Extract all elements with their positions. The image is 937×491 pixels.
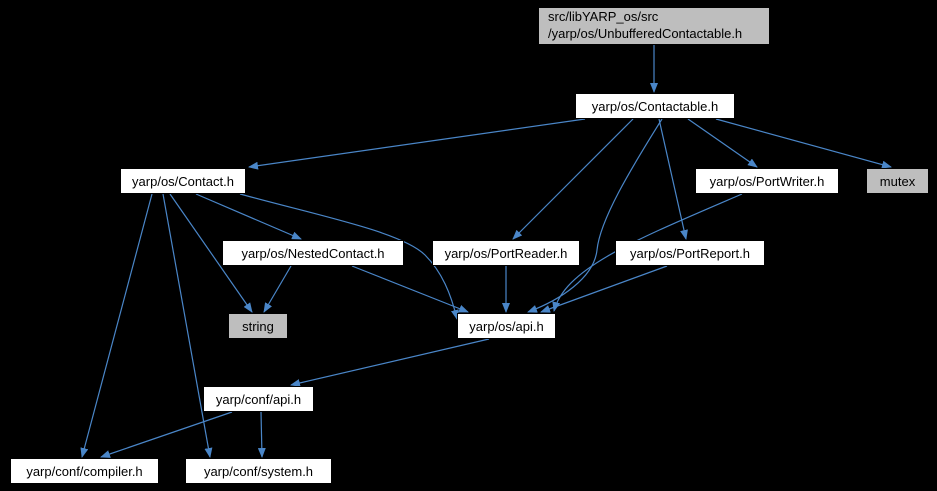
node-label: yarp/os/PortWriter.h: [709, 173, 825, 189]
edge-contact-system: [162, 193, 213, 458]
node-label-line1: src/libYARP_os/src: [548, 9, 659, 25]
edge-contactable-mutex: [715, 118, 892, 169]
node-os-api-h[interactable]: yarp/os/api.h: [457, 313, 556, 339]
node-nestedcontact-h[interactable]: yarp/os/NestedContact.h: [222, 240, 404, 266]
node-conf-api-h[interactable]: yarp/conf/api.h: [203, 386, 314, 412]
node-portwriter-h[interactable]: yarp/os/PortWriter.h: [695, 168, 839, 194]
edge-contactable-osapi: [527, 118, 663, 313]
edge-nestedcontact-string: [263, 265, 292, 313]
node-label: yarp/os/PortReport.h: [630, 245, 750, 261]
node-label: yarp/os/PortReader.h: [444, 245, 568, 261]
node-label: mutex: [879, 173, 916, 189]
node-label: yarp/os/Contact.h: [132, 173, 234, 189]
node-mutex: mutex: [866, 168, 929, 194]
node-label: yarp/conf/api.h: [215, 391, 302, 407]
node-contactable-h[interactable]: yarp/os/Contactable.h: [575, 93, 735, 119]
edge-contactable-portwriter: [687, 118, 758, 168]
edge-contactable-portreader: [512, 118, 634, 240]
node-string: string: [228, 313, 288, 339]
node-conf-system-h[interactable]: yarp/conf/system.h: [185, 458, 332, 484]
node-conf-compiler-h[interactable]: yarp/conf/compiler.h: [10, 458, 159, 484]
node-src-unbuffered-contactable-h: src/libYARP_os/src /yarp/os/UnbufferedCo…: [538, 7, 770, 45]
node-portreader-h[interactable]: yarp/os/PortReader.h: [432, 240, 580, 266]
node-label: yarp/os/Contactable.h: [591, 98, 719, 114]
node-label: yarp/conf/compiler.h: [26, 463, 143, 479]
node-label-line2: /yarp/os/UnbufferedContactable.h: [548, 26, 743, 41]
edge-confapi-compiler: [100, 411, 233, 458]
edge-contactable-contact: [248, 118, 586, 170]
edge-contactable-portreport: [658, 118, 688, 240]
edge-contact-compiler: [80, 193, 153, 458]
node-label: yarp/os/NestedContact.h: [241, 245, 385, 261]
node-label: yarp/os/api.h: [469, 318, 544, 334]
node-label: string: [242, 318, 274, 334]
edge-contact-osapi: [239, 193, 459, 320]
node-label: yarp/conf/system.h: [203, 463, 314, 479]
edge-contact-nestedcontact: [195, 193, 302, 240]
edge-osapi-confapi: [290, 338, 490, 387]
edge-portwriter-osapi: [552, 193, 743, 312]
edge-portreport-osapi: [540, 265, 668, 313]
node-contact-h[interactable]: yarp/os/Contact.h: [120, 168, 246, 194]
node-portreport-h[interactable]: yarp/os/PortReport.h: [615, 240, 765, 266]
edge-confapi-system: [257, 411, 266, 458]
edge-nestedcontact-osapi: [351, 265, 469, 313]
edge-contact-string: [169, 193, 253, 313]
